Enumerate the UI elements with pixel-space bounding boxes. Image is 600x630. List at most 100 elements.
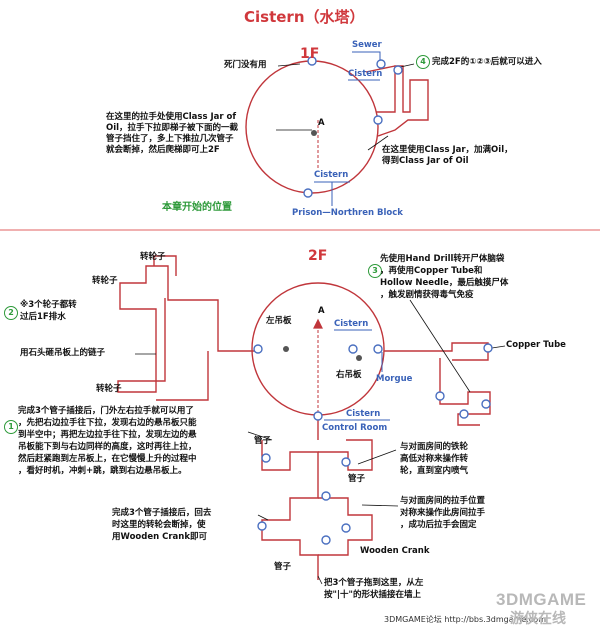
node	[303, 188, 313, 198]
valve-line-2: 高低对称来操作转	[400, 454, 469, 464]
valve-line-3: 轮，直到室内喷气	[400, 466, 469, 476]
pointer-note-right	[367, 135, 389, 151]
step3-line-1: 先使用Hand Drill转开尸体脑袋	[380, 254, 505, 264]
floor2-lower-maze	[261, 440, 319, 580]
node	[481, 399, 491, 409]
pointer-step3	[409, 299, 471, 393]
pipe-label-3: 管子	[274, 562, 292, 572]
pointer-crank-break	[257, 514, 269, 521]
page-title: Cistern（水塔）	[244, 8, 365, 26]
cistern-bottom-label: Cistern	[314, 170, 349, 180]
control-room-label: Control Room	[322, 423, 388, 433]
pointer-valve	[357, 449, 397, 465]
step3-number: 3	[368, 264, 382, 278]
floor1-room-circle	[245, 60, 379, 194]
node	[459, 409, 469, 419]
start-position-label: 本章开始的位置	[162, 202, 232, 213]
crank-break-line-3: 用Wooden Crank即可	[112, 532, 207, 542]
right-plank-label: 右吊板	[336, 370, 362, 380]
drag-line-1: 把3个管子拖到这里，从左	[324, 578, 424, 588]
left-plank-label: 左吊板	[266, 316, 292, 326]
floor1-east-corridor	[376, 65, 429, 137]
node	[341, 457, 351, 467]
step1-line-4: 吊板能下到与右边同样的高度，这时再往上拉，	[18, 442, 197, 452]
step1-line-5: 然后赶紧跑到左吊板上，在它慢慢上升的过程中	[18, 454, 197, 464]
step4-note: 完成2F的①②③后就可以进入	[432, 57, 542, 67]
valve-line-1: 与对面房间的铁轮	[400, 442, 469, 452]
sewer-underline	[352, 51, 381, 68]
morgue-label: Morgue	[376, 374, 413, 384]
wheel-label-3: 转轮子	[96, 384, 122, 394]
crank-break-line-1: 完成3个管子插接后，回去	[112, 508, 212, 518]
lever-icon	[356, 355, 362, 361]
step2-line-1: ※3个轮子都转	[20, 300, 77, 310]
wheel-label-2: 转轮子	[92, 276, 118, 286]
node	[257, 521, 267, 531]
footer-credit: 3DMGAME论坛 http://bbs.3dmgame.com	[384, 615, 546, 624]
node	[376, 59, 386, 69]
floor2-lower-maze-3	[318, 497, 373, 556]
node	[435, 391, 445, 401]
node	[307, 56, 317, 66]
chain-label: 用石头砸吊板上的链子	[20, 348, 106, 358]
copper-tube-label: Copper Tube	[506, 340, 566, 350]
lever-icon	[311, 130, 317, 136]
node	[373, 344, 383, 354]
node	[341, 523, 351, 533]
node	[321, 535, 331, 545]
floor2-east-corridor	[384, 342, 489, 361]
floor2-west-maze	[117, 265, 258, 393]
node	[373, 115, 383, 125]
node	[393, 65, 403, 75]
cistern-right-label: Cistern	[334, 319, 369, 329]
step1-line-2: ，先把右边拉手往下拉，发现右边的悬吊板只能	[18, 418, 197, 428]
floor2-west-maze-2	[156, 351, 209, 401]
node	[348, 344, 358, 354]
floor2-lower-maze-2	[318, 439, 373, 471]
step2-number: 2	[4, 306, 18, 320]
cistern-ctrl-label: Cistern	[346, 409, 381, 419]
step1-line-1: 完成3个管子插接后，门外左右拉手就可以用了	[18, 406, 194, 416]
handle-line-1: 与对面房间的拉手位置	[400, 496, 486, 506]
floor2-east-loop	[439, 358, 491, 426]
cistern-top-label: Cistern	[348, 69, 383, 79]
lever-icon	[283, 346, 289, 352]
floor2-west-branch	[153, 255, 177, 276]
floor2-label: 2F	[308, 248, 328, 264]
dead-end-label: 死门没有用	[224, 60, 267, 70]
floor1-sewer-link	[365, 65, 396, 73]
pointer-handle	[361, 504, 399, 507]
pipe-label-2: 管子	[348, 474, 366, 484]
watermark-tagline: 游侠在线	[510, 610, 566, 626]
floor2-arrow-up	[313, 318, 323, 329]
note-right-line-2: 得到Class Jar of Oil	[382, 156, 469, 166]
node	[483, 343, 493, 353]
wooden-crank-label: Wooden Crank	[360, 546, 430, 556]
note-left-line-4: 就会断掉，然后爬梯即可上2F	[106, 145, 220, 155]
node	[253, 344, 263, 354]
wheel-label-1: 转轮子	[140, 252, 166, 262]
step3-line-4: ，触发剧情获得毒气免疫	[380, 290, 474, 300]
step1-number: 1	[4, 420, 18, 434]
step4-number: 4	[416, 55, 430, 69]
floor2-marker-a: A	[318, 306, 325, 316]
pointer-step1	[247, 431, 273, 441]
floor1-marker-a: A	[318, 118, 325, 128]
prison-label: Prison—Northren Block	[292, 208, 403, 218]
watermark-logo: 3DMGAME	[496, 590, 587, 609]
pointer-copper	[491, 345, 506, 349]
handle-line-3: ，成功后拉手会固定	[400, 520, 477, 530]
floor1-label: 1F	[300, 46, 320, 62]
crank-break-line-2: 时这里的转轮会断掉，使	[112, 520, 206, 530]
step3-line-2: ，再使用Copper Tube和	[380, 266, 483, 276]
note-left-line-3: 管子挡住了，多上下推拉几次管子	[106, 134, 234, 144]
node	[261, 453, 271, 463]
pointer-drag	[317, 575, 323, 585]
step2-line-2: 过后1F排水	[20, 312, 66, 322]
node	[313, 411, 323, 421]
step1-line-3: 到半空中；再把左边拉手往下拉，发现左边的悬	[18, 430, 197, 440]
pipe-label-1: 管子	[254, 436, 272, 446]
sewer-label: Sewer	[352, 40, 382, 50]
drag-line-2: 按"|十"的形状插接在墙上	[324, 590, 421, 600]
